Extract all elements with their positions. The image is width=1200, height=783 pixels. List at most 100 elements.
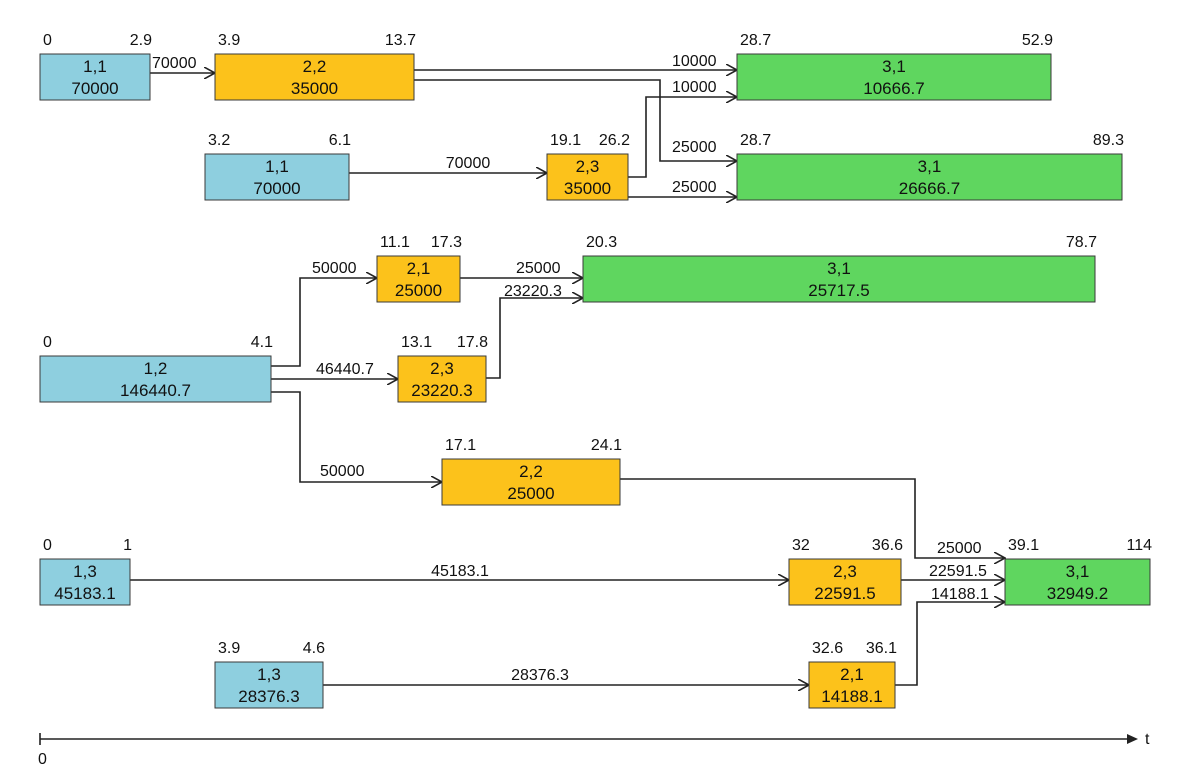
flow-quantity-f08: 25000: [516, 260, 561, 277]
flow-quantity-f15: 14188.1: [931, 586, 989, 603]
task-quantity: 35000: [291, 79, 338, 98]
task-quantity: 28376.3: [238, 687, 299, 706]
connectors: [130, 70, 1005, 685]
task-rect: [39, 355, 272, 403]
task-quantity: 146440.7: [120, 381, 191, 400]
end-time: 52.9: [1022, 32, 1053, 49]
task-box-b15: 1,3 28376.3 3.9 4.6: [214, 640, 325, 709]
task-id: 2,2: [303, 57, 327, 76]
flow-arrow-15: [895, 602, 1005, 686]
start-time: 3.9: [218, 640, 240, 657]
task-quantity: 26666.7: [899, 179, 960, 198]
task-id: 1,3: [257, 665, 281, 684]
start-time: 32: [792, 537, 810, 554]
flow-arrow-9: [486, 298, 583, 379]
start-time: 28.7: [740, 132, 771, 149]
flow-quantity-f03: 10000: [672, 79, 717, 96]
task-id: 3,1: [827, 259, 851, 278]
flow-quantity-f01: 70000: [152, 55, 197, 72]
end-time: 89.3: [1093, 132, 1124, 149]
flow-arrow-3: [628, 97, 737, 178]
task-rect: [1004, 558, 1151, 606]
flow-quantity-f13: 25000: [937, 540, 982, 557]
flow-arrow-11: [271, 391, 442, 482]
task-rect: [376, 255, 461, 303]
start-time: 11.1: [380, 234, 410, 251]
end-time: 114: [1126, 537, 1152, 554]
flow-quantity-f04: 70000: [446, 155, 491, 172]
flow-quantity-f02: 10000: [672, 53, 717, 70]
flow-quantity-f14: 22591.5: [929, 563, 987, 580]
start-time: 3.2: [208, 132, 230, 149]
time-axis: 0t: [38, 731, 1150, 768]
end-time: 78.7: [1066, 234, 1097, 251]
task-quantity: 25717.5: [808, 281, 869, 300]
task-rect: [397, 355, 487, 403]
task-rect: [441, 458, 621, 506]
flow-arrow-5: [414, 79, 737, 161]
start-time: 20.3: [586, 234, 617, 251]
task-id: 2,1: [407, 259, 431, 278]
task-id: 2,3: [430, 359, 454, 378]
start-time: 0: [43, 32, 52, 49]
task-rect: [546, 153, 629, 201]
flow-arrow-13: [620, 478, 1005, 558]
end-time: 2.9: [130, 32, 152, 49]
start-time: 13.1: [401, 334, 432, 351]
flow-quantity-f05: 25000: [672, 139, 717, 156]
end-time: 17.3: [431, 234, 462, 251]
task-quantity: 25000: [507, 484, 554, 503]
task-rect: [582, 255, 1096, 303]
start-time: 32.6: [812, 640, 843, 657]
start-time: 19.1: [550, 132, 581, 149]
task-id: 1,3: [73, 562, 97, 581]
task-id: 1,1: [83, 57, 107, 76]
end-time: 6.1: [329, 132, 351, 149]
start-time: 17.1: [445, 437, 476, 454]
flow-quantity-f12: 45183.1: [431, 563, 489, 580]
end-time: 1: [123, 537, 132, 554]
task-id: 3,1: [1066, 562, 1090, 581]
flow-arrow-7: [271, 278, 377, 367]
task-rect: [39, 53, 151, 101]
start-time: 0: [43, 334, 52, 351]
task-quantity: 45183.1: [54, 584, 115, 603]
time-axis-origin-label: 0: [38, 751, 47, 768]
end-time: 24.1: [591, 437, 622, 454]
task-id: 2,1: [840, 665, 864, 684]
task-rect: [736, 153, 1123, 201]
task-quantity: 35000: [564, 179, 611, 198]
task-quantity: 14188.1: [821, 687, 882, 706]
task-id: 2,2: [519, 462, 543, 481]
task-id: 1,2: [144, 359, 168, 378]
task-quantity: 32949.2: [1047, 584, 1108, 603]
task-quantity: 10666.7: [863, 79, 924, 98]
time-axis-arrowhead: [1127, 734, 1138, 744]
task-rect: [808, 661, 896, 709]
task-id: 2,3: [833, 562, 857, 581]
task-id: 1,1: [265, 157, 289, 176]
end-time: 17.8: [457, 334, 488, 351]
task-rect: [39, 558, 131, 606]
end-time: 4.6: [303, 640, 325, 657]
task-id: 3,1: [882, 57, 906, 76]
end-time: 26.2: [599, 132, 630, 149]
end-time: 36.6: [872, 537, 903, 554]
task-rect: [204, 153, 350, 201]
